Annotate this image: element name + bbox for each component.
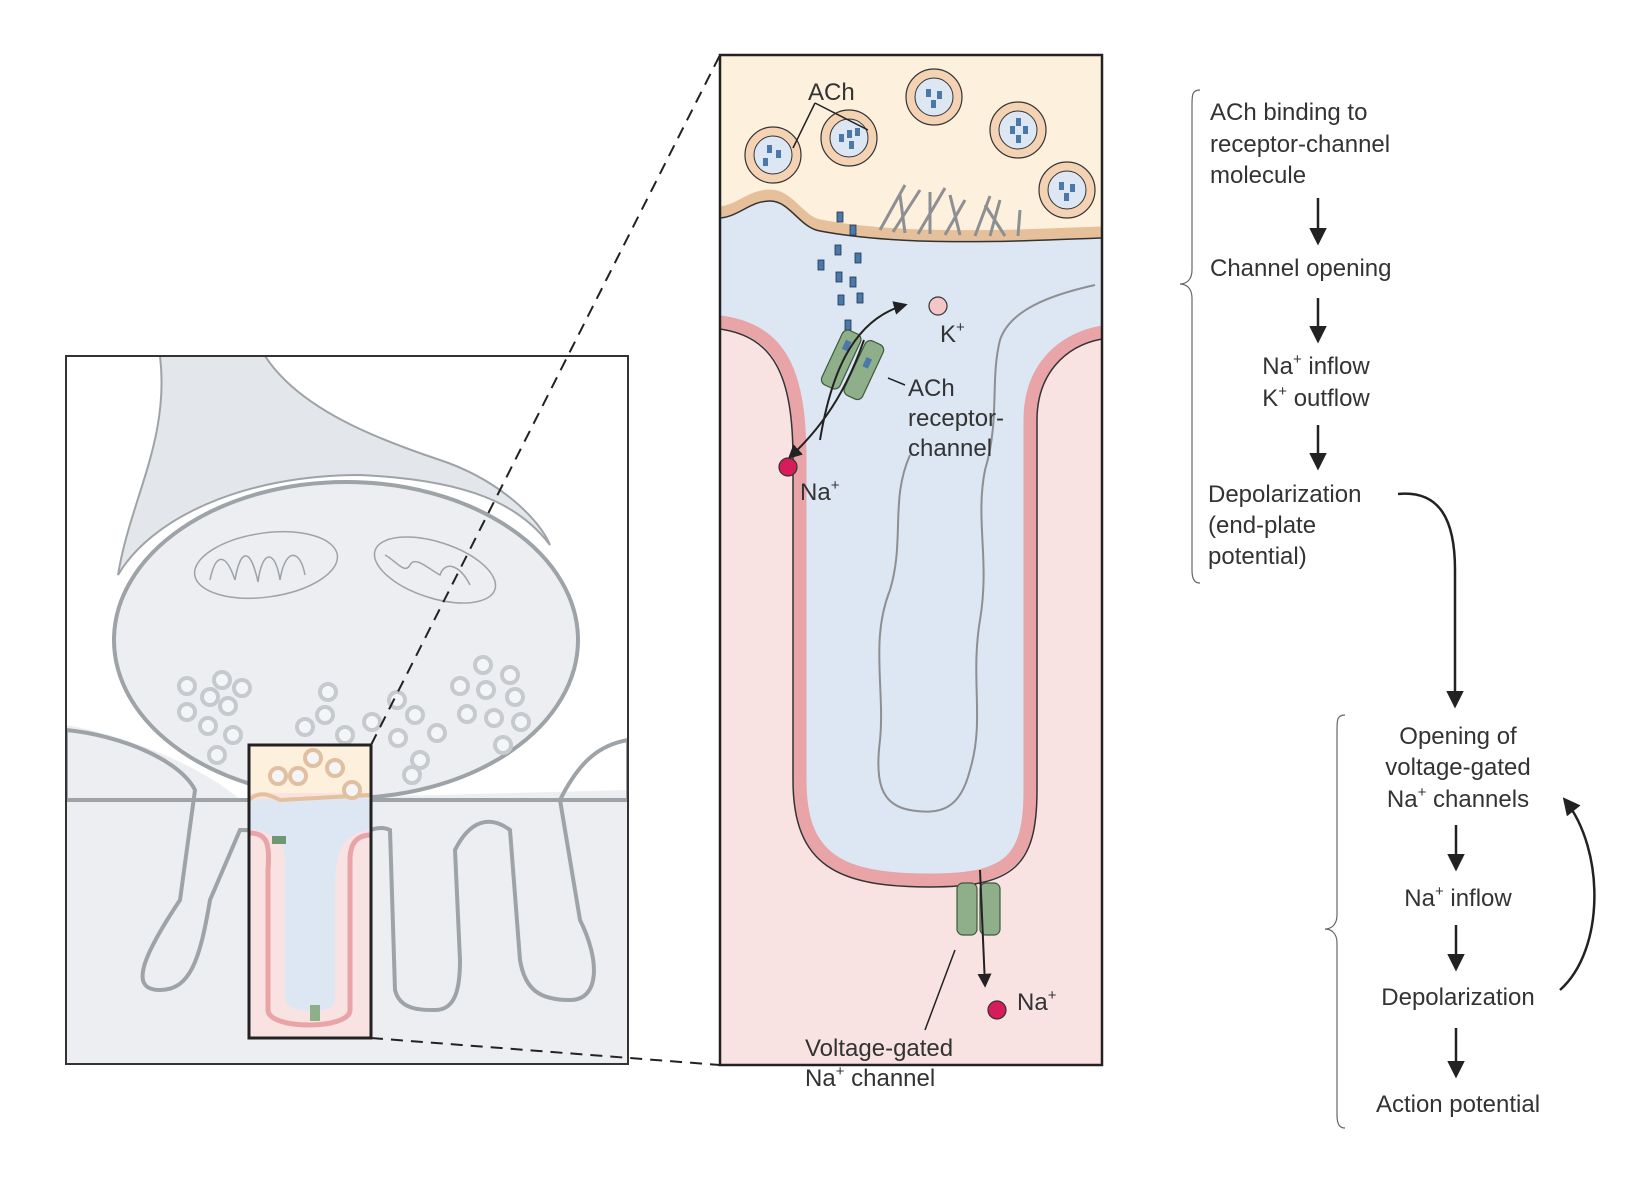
flow1-step4-line1: Depolarization [1208, 481, 1361, 508]
receptor-leader [887, 377, 906, 386]
detail-frame [718, 53, 1104, 1067]
na-inflow-arrow [787, 339, 865, 459]
receptor-label-2: receptor- [908, 405, 1004, 432]
flow2-step1-line3: Na+ channels [1387, 784, 1529, 813]
zoom-line-top [370, 54, 721, 746]
flow1-step3-line1: Na+ inflow [1262, 351, 1370, 380]
flow2-step1-line1: Opening of [1399, 723, 1517, 750]
synaptic-vesicles [177, 655, 531, 785]
flow1-step1-line2: receptor-channel [1210, 131, 1390, 158]
presynaptic-membrane [720, 189, 1102, 242]
flow1-step1-line3: molecule [1210, 162, 1306, 189]
receptor-label-3: channel [908, 435, 992, 462]
released-ach [817, 211, 864, 331]
overview-frame [65, 355, 629, 1065]
voltage-gated-na-channel [956, 882, 1001, 936]
na-ion-top-label: Na+ [800, 477, 840, 506]
voltage-channel-leader [924, 949, 956, 1031]
active-zone-filaments [878, 184, 1022, 237]
flow2-step3: Depolarization [1381, 984, 1534, 1011]
flow1-step1-line1: ACh binding to [1210, 99, 1367, 126]
bracket-muscle [1324, 714, 1346, 1129]
ach-leader [792, 102, 869, 149]
na-ion-bottom-label: Na+ [1017, 987, 1057, 1016]
bracket-endplate [1179, 89, 1201, 584]
flow-muscle: Opening of voltage-gated Na+ channels Na… [1324, 714, 1596, 1129]
voltage-channel-label-1: Voltage-gated [805, 1035, 953, 1062]
inset-box [247, 743, 373, 1040]
na-inflow-bottom-arrow [977, 869, 992, 988]
zoom-line-bottom [370, 1037, 721, 1066]
flow-endplate: ACh binding to receptor-channel molecule… [1179, 89, 1392, 584]
inset-detail [249, 745, 371, 1038]
basal-lamina [877, 284, 1096, 813]
ach-vesicles [744, 68, 1096, 219]
na-ion-bottom [987, 1000, 1007, 1020]
connector-arrow [1397, 492, 1464, 709]
k-ion [928, 296, 948, 316]
k-ion-label: K+ [940, 319, 965, 348]
receptor-label-1: ACh [908, 375, 955, 402]
overview-panel [66, 356, 628, 1064]
synaptic-cleft [720, 200, 1102, 880]
ach-label: ACh [808, 79, 855, 106]
flow2-step1-line2: voltage-gated [1385, 754, 1530, 781]
na-ion-top [778, 457, 798, 477]
axon [117, 356, 551, 576]
feedback-arrow [1559, 797, 1596, 991]
mitochondria [193, 531, 497, 604]
postsynaptic-membrane [720, 315, 1102, 887]
flow1-step4-line2: (end-plate [1208, 512, 1316, 539]
detail-panel [720, 55, 1102, 1065]
presynaptic-terminal [720, 55, 1102, 236]
flow1-step3-line2: K+ outflow [1262, 383, 1370, 412]
flow2-step4: Action potential [1376, 1091, 1540, 1118]
flow1-step2: Channel opening [1210, 255, 1392, 282]
flow2-step2: Na+ inflow [1404, 883, 1512, 912]
voltage-channel-label-2: Na+ channel [805, 1063, 935, 1092]
flow1-step4-line3: potential) [1208, 543, 1307, 570]
